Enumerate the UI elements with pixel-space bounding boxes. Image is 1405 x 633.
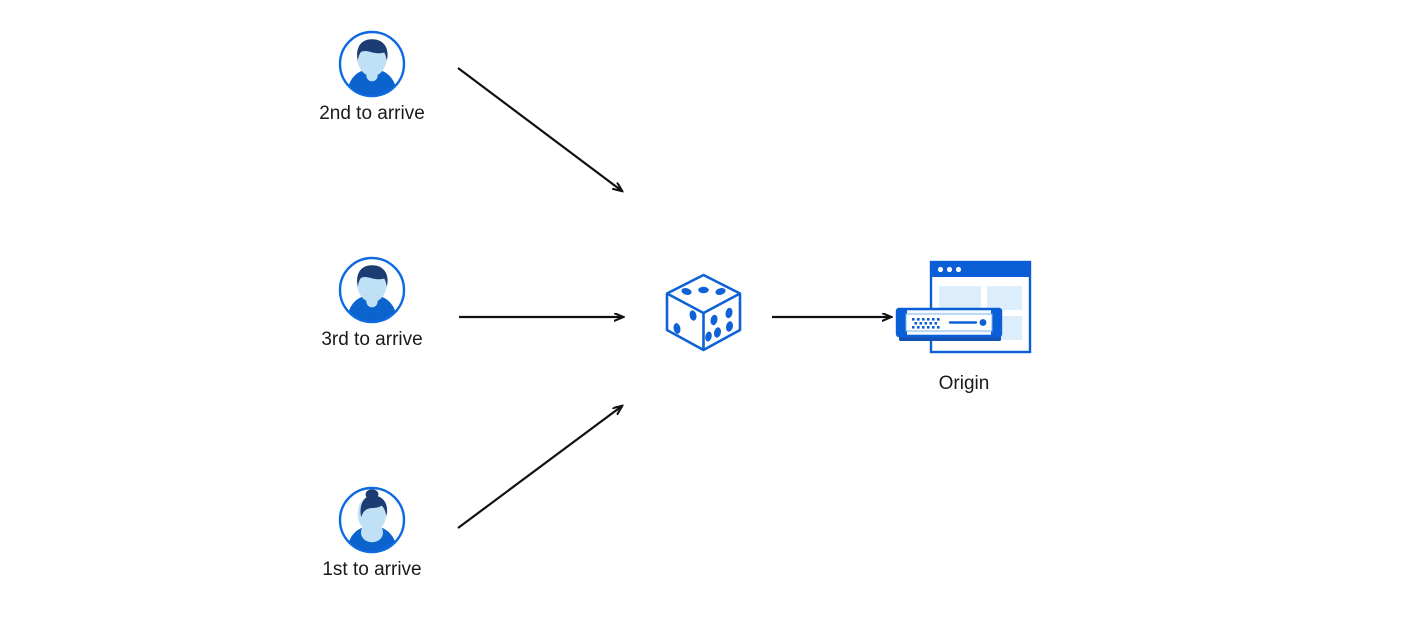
dice-icon — [665, 273, 742, 352]
client-node-1st[interactable]: 1st to arrive — [322, 484, 422, 579]
origin-server-icon — [895, 260, 1032, 354]
client-label-2nd: 2nd to arrive — [319, 103, 425, 124]
user-avatar-icon — [338, 30, 406, 98]
arrow-client-1st-to-balancer — [457, 406, 622, 529]
load-balancer-node[interactable] — [661, 270, 746, 355]
server-device-icon — [895, 307, 1003, 341]
user-avatar-icon — [338, 256, 406, 324]
client-label-3rd: 3rd to arrive — [321, 329, 423, 350]
client-label-1st: 1st to arrive — [322, 559, 422, 580]
origin-node[interactable]: Origin — [893, 258, 1035, 393]
user-avatar-icon — [338, 486, 406, 554]
origin-label: Origin — [938, 373, 990, 394]
client-node-2nd[interactable]: 2nd to arrive — [319, 28, 425, 123]
arrow-client-2nd-to-balancer — [457, 67, 622, 191]
client-node-3rd[interactable]: 3rd to arrive — [321, 254, 423, 349]
